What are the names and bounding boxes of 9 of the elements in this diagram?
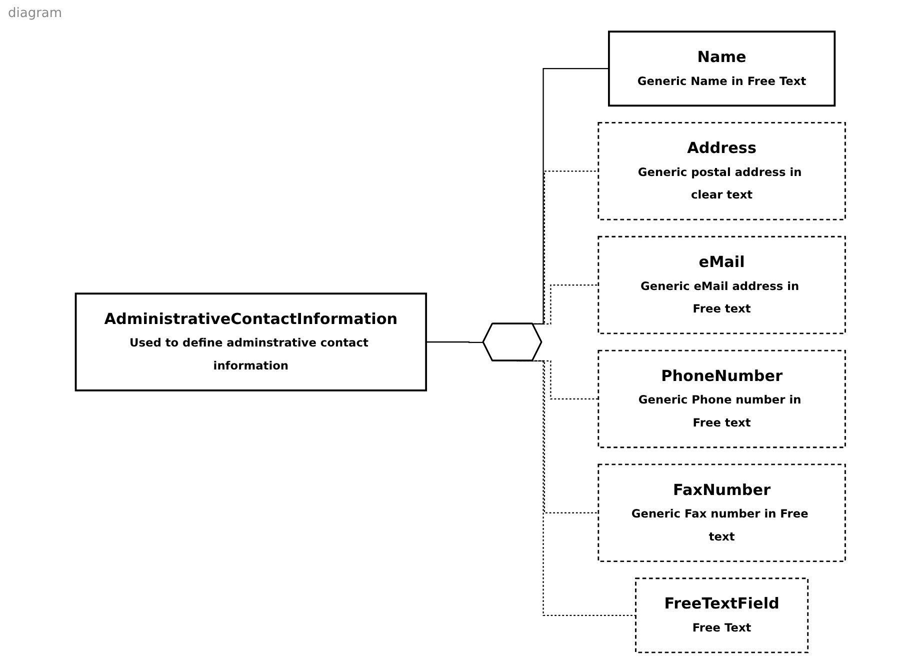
node-box: FaxNumber Generic Fax number in Free text	[598, 464, 846, 562]
connector	[426, 341, 484, 344]
node-box: AdministrativeContactInformation Used to define adminstrative contact information	[74, 292, 428, 392]
node-box: Address Generic postal address in clear text	[598, 122, 846, 220]
node-box: Name Generic Name in Free Text	[608, 30, 836, 107]
node-box: eMail Generic eMail address in Free text	[598, 236, 846, 334]
node-box: PhoneNumber Generic Phone number in Free text	[598, 350, 846, 448]
diagram-label: diagram	[8, 6, 62, 21]
node-box: FreeTextField Free Text	[635, 578, 809, 654]
